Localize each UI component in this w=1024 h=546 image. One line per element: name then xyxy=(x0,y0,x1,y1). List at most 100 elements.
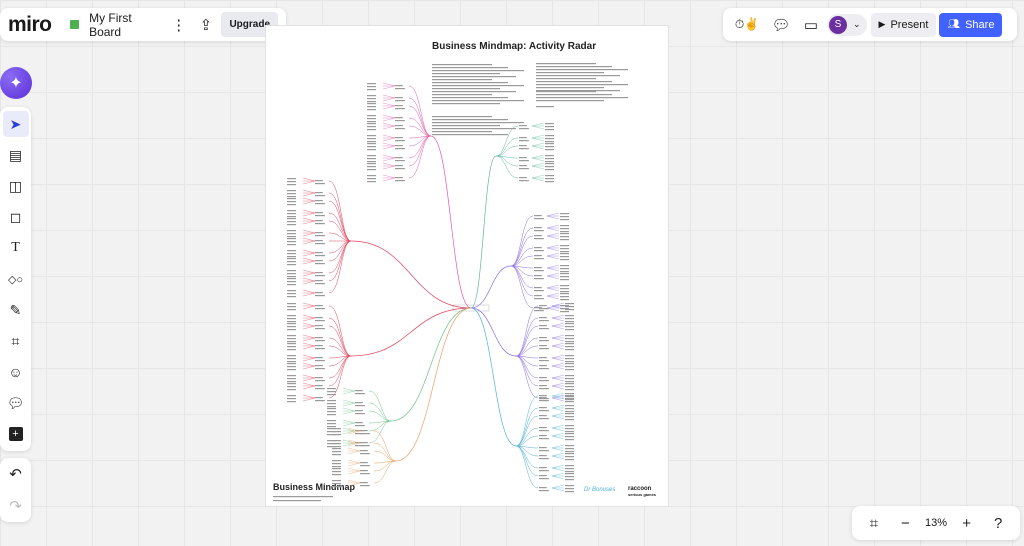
text-line xyxy=(287,361,296,363)
mindmap-frame[interactable]: Business Mindmap: Activity Radar Busines… xyxy=(265,25,669,507)
text-line xyxy=(315,280,323,282)
undo-icon[interactable]: ↶ xyxy=(9,466,22,483)
text-line xyxy=(367,143,376,145)
text-line xyxy=(367,178,376,180)
text-line xyxy=(315,263,325,265)
leaf-line xyxy=(302,322,316,327)
text-line xyxy=(287,363,296,365)
text-line xyxy=(332,448,341,450)
sub-branch-line xyxy=(408,125,432,137)
comment-tool-icon[interactable]: 💬︎ xyxy=(6,394,25,411)
text-line xyxy=(367,163,376,165)
redo-icon[interactable]: ↷ xyxy=(9,498,22,515)
collaborators-menu[interactable]: S ⌄ xyxy=(827,13,867,36)
text-line xyxy=(536,66,612,68)
board-title-heading: Business Mindmap: Activity Radar xyxy=(432,41,597,52)
text-line xyxy=(519,160,529,162)
leaf-line xyxy=(342,422,356,427)
zoom-level[interactable]: 13% xyxy=(924,517,948,529)
text-line xyxy=(536,90,620,92)
text-line xyxy=(432,70,524,72)
leaf-line xyxy=(382,117,396,122)
text-line xyxy=(545,123,554,125)
leaf-line xyxy=(302,192,316,197)
text-line xyxy=(560,285,569,287)
text-line xyxy=(367,101,376,103)
share-button[interactable]: 👥︎Share xyxy=(939,12,1003,37)
leaf-line xyxy=(551,432,565,437)
text-line xyxy=(539,325,547,327)
reactions-icon[interactable]: ⏱✌ xyxy=(734,17,760,31)
leaf-line xyxy=(342,439,356,444)
video-icon[interactable]: ▭ xyxy=(803,16,819,34)
ai-sparkle-button[interactable]: ✦ xyxy=(0,67,32,99)
text-line xyxy=(565,413,574,415)
play-icon: ▶ xyxy=(878,19,886,29)
help-icon[interactable]: ? xyxy=(994,514,1003,532)
text-tool-icon[interactable]: T xyxy=(11,240,20,255)
leaf-line xyxy=(382,145,396,150)
text-line xyxy=(432,100,524,102)
text-line xyxy=(565,318,574,320)
zoom-out-icon[interactable]: − xyxy=(901,514,910,532)
sub-branch-line xyxy=(515,355,539,379)
text-line xyxy=(315,340,325,342)
leaf-line xyxy=(302,342,316,347)
board-title[interactable]: My First Board xyxy=(89,10,132,39)
text-line xyxy=(327,420,336,422)
leaf-line xyxy=(382,165,396,170)
more-options-icon[interactable]: ⋮ xyxy=(171,16,187,34)
upgrade-button[interactable]: Upgrade xyxy=(221,12,278,37)
text-line xyxy=(536,94,612,96)
text-line xyxy=(534,278,544,280)
text-line xyxy=(536,78,596,80)
text-line xyxy=(539,490,549,492)
text-line xyxy=(519,145,527,147)
text-line xyxy=(315,305,323,307)
leaf-line xyxy=(546,307,560,312)
templates-tool-icon[interactable]: ◫ xyxy=(8,177,23,194)
present-button[interactable]: ▶Present xyxy=(870,12,937,37)
leaf-line xyxy=(546,227,560,232)
text-line xyxy=(565,428,574,430)
leaf-line xyxy=(302,289,316,294)
text-line xyxy=(367,121,376,123)
select-tool-icon[interactable]: ➤ xyxy=(2,111,29,137)
miro-logo[interactable]: miro xyxy=(8,12,52,36)
text-line xyxy=(315,400,325,402)
text-line xyxy=(560,248,569,250)
sticky-note-tool-icon[interactable]: ◻ xyxy=(9,208,22,225)
text-line xyxy=(327,394,336,396)
export-icon[interactable]: ⇪ xyxy=(199,16,213,34)
chat-icon[interactable]: 💬︎ xyxy=(771,16,791,34)
leaf-line xyxy=(342,442,356,447)
text-line xyxy=(432,64,492,66)
leaf-line xyxy=(382,85,396,90)
fit-to-screen-icon[interactable]: ⌗ xyxy=(869,514,879,532)
leaf-line xyxy=(302,212,316,217)
text-line xyxy=(539,345,547,347)
text-line xyxy=(565,468,574,470)
frame-tool-icon[interactable]: ⌗ xyxy=(11,332,20,349)
leaf-line xyxy=(302,177,316,182)
text-line xyxy=(534,287,542,289)
zoom-in-icon[interactable]: + xyxy=(962,514,971,532)
text-line xyxy=(332,428,341,430)
text-line xyxy=(287,244,296,246)
notes-tool-icon[interactable]: ▤ xyxy=(8,146,23,163)
leaf-line xyxy=(342,402,356,407)
stickers-tool-icon[interactable]: ☺ xyxy=(8,364,23,380)
text-line xyxy=(539,328,549,330)
pen-tool-icon[interactable]: ✎ xyxy=(9,301,22,318)
sub-branch-line xyxy=(328,180,352,242)
shapes-tool-icon[interactable]: ◇○ xyxy=(7,273,24,286)
leaf-line xyxy=(551,395,565,400)
text-line xyxy=(273,496,333,498)
more-tools-icon[interactable]: + xyxy=(3,421,29,447)
leaf-line xyxy=(347,467,361,472)
text-line xyxy=(545,143,554,145)
text-line xyxy=(287,193,296,195)
leaf-line xyxy=(342,430,356,435)
users-icon: 👥︎ xyxy=(947,19,961,30)
text-line xyxy=(395,148,405,150)
